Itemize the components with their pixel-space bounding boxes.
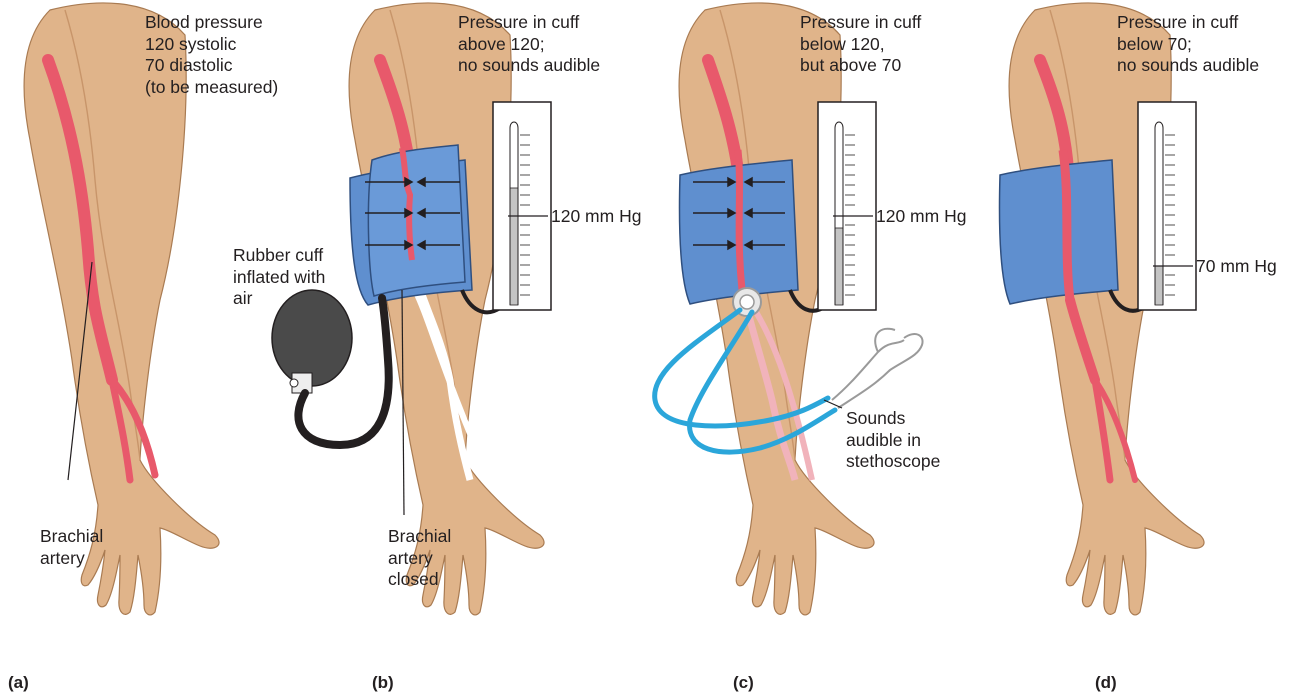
panel-c-caption: Pressure in cuff below 120, but above 70 — [800, 12, 921, 77]
panel-b-manometer — [493, 102, 551, 310]
panel-b-gauge-reading: 120 mm Hg — [551, 206, 641, 226]
panel-a-label: (a) — [8, 673, 29, 693]
panel-a-callout-brachial-artery: Brachial artery — [40, 526, 103, 569]
panel-b-caption: Pressure in cuff above 120; no sounds au… — [458, 12, 600, 77]
panel-d-gauge-reading: 70 mm Hg — [1196, 256, 1277, 276]
panel-b-bulb — [272, 290, 389, 445]
panel-c-label: (c) — [733, 673, 754, 693]
panel-a-caption: Blood pressure 120 systolic 70 diastolic… — [145, 12, 278, 98]
panel-d-label: (d) — [1095, 673, 1117, 693]
panel-b-callout-cuff: Rubber cuff inflated with air — [233, 245, 325, 310]
panel-c-manometer — [818, 102, 876, 310]
panel-c-callout-line — [824, 400, 842, 408]
panel-b-callout-artery-closed: Brachial artery closed — [388, 526, 451, 591]
panel-c-callout-sounds: Sounds audible in stethoscope — [846, 408, 940, 473]
panel-b-label: (b) — [372, 673, 394, 693]
panel-d-caption: Pressure in cuff below 70; no sounds aud… — [1117, 12, 1259, 77]
panel-c-gauge-reading: 120 mm Hg — [876, 206, 966, 226]
panel-d-manometer — [1138, 102, 1196, 310]
